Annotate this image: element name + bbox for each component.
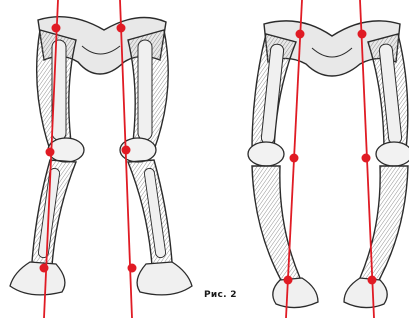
left-foot-right-leg [10, 262, 65, 295]
bow-legs-panel [248, 0, 409, 318]
knock-knee-legs-panel [10, 0, 192, 318]
left-foot-left-leg [137, 262, 192, 295]
figure-caption: Рис. 2 [204, 290, 237, 300]
